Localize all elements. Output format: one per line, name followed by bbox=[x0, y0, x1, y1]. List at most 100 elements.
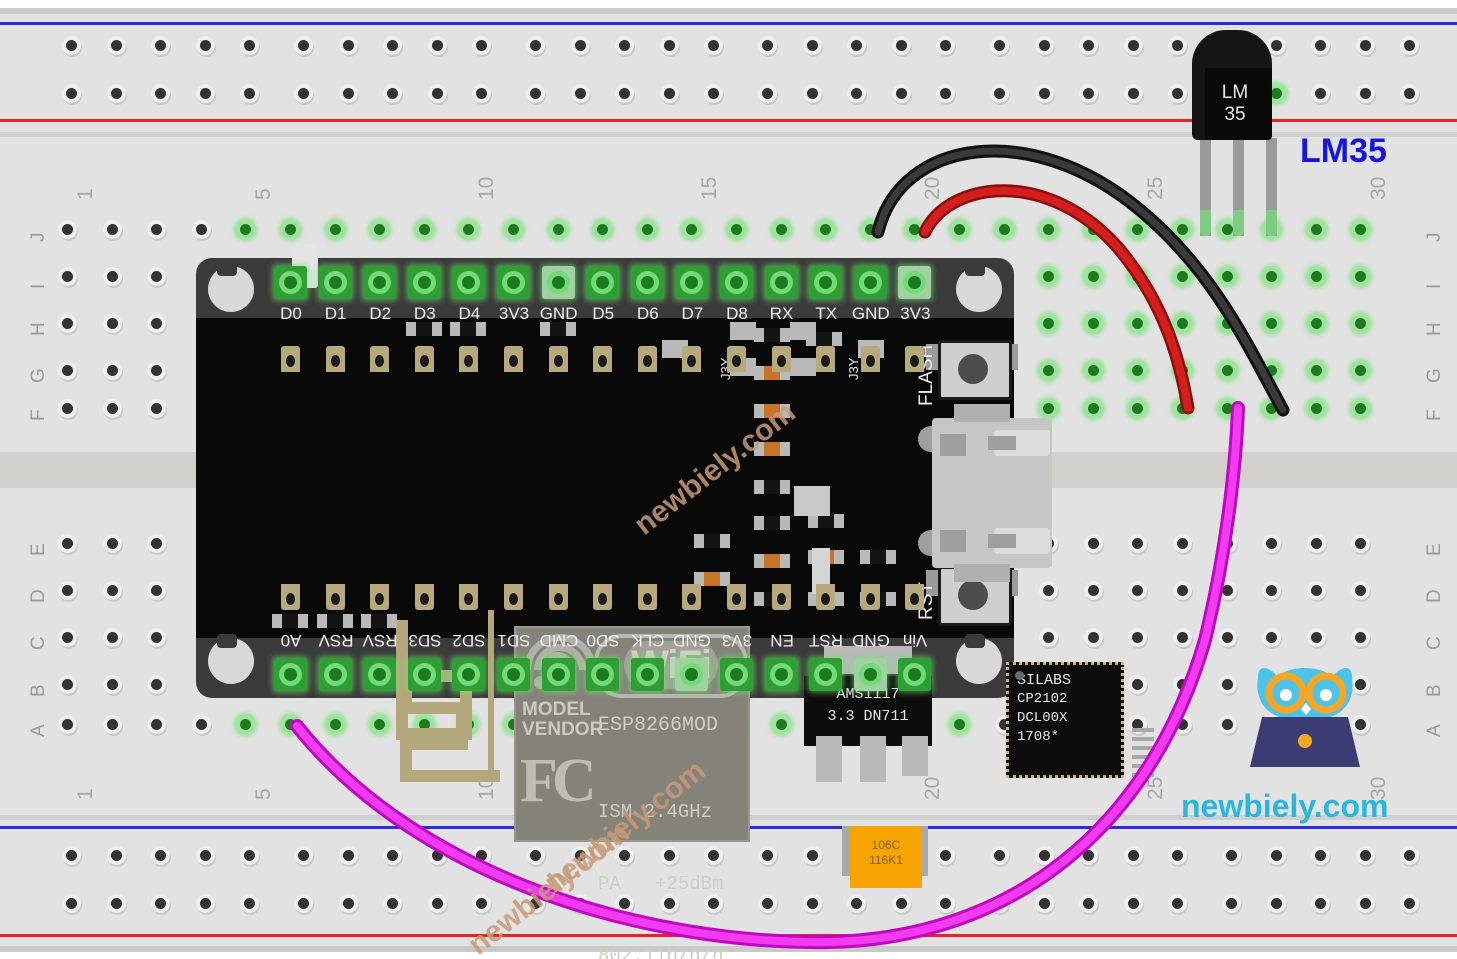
hole-D30[interactable] bbox=[1351, 581, 1371, 600]
hole-G26[interactable] bbox=[1173, 361, 1192, 380]
hole-I1[interactable] bbox=[58, 267, 77, 286]
pin-top-pad-D4[interactable] bbox=[452, 266, 486, 299]
hole-J1[interactable] bbox=[58, 220, 77, 239]
hole-C27[interactable] bbox=[1217, 628, 1237, 647]
rail-hole[interactable] bbox=[427, 36, 447, 55]
pin-bottom-pad-SD2[interactable] bbox=[452, 658, 486, 691]
hole-A2[interactable] bbox=[102, 715, 122, 734]
hole-J7[interactable] bbox=[325, 220, 345, 239]
hole-F29[interactable] bbox=[1306, 399, 1326, 418]
hole-H29[interactable] bbox=[1306, 314, 1326, 333]
hole-F1[interactable] bbox=[58, 399, 77, 418]
pin-bottom-pad-A0[interactable] bbox=[274, 658, 307, 691]
rail-hole[interactable] bbox=[570, 894, 590, 913]
rail-hole[interactable] bbox=[472, 84, 492, 103]
hole-J9[interactable] bbox=[414, 220, 434, 239]
rail-hole[interactable] bbox=[383, 84, 403, 103]
pin-bottom-pad-GND[interactable] bbox=[675, 658, 709, 691]
hole-B3[interactable] bbox=[147, 675, 167, 694]
rail-hole[interactable] bbox=[1168, 36, 1188, 55]
hole-B1[interactable] bbox=[58, 675, 77, 694]
hole-C29[interactable] bbox=[1306, 628, 1326, 647]
rail-hole[interactable] bbox=[990, 36, 1009, 55]
rail-hole[interactable] bbox=[1400, 84, 1420, 103]
pin-bottom-pad-CLK[interactable] bbox=[630, 658, 664, 691]
hole-A27[interactable] bbox=[1217, 715, 1237, 734]
rail-hole[interactable] bbox=[151, 894, 171, 913]
pin-top-pad-D2[interactable] bbox=[363, 266, 397, 299]
rail-hole[interactable] bbox=[802, 84, 822, 103]
rail-hole[interactable] bbox=[338, 36, 358, 55]
rail-hole[interactable] bbox=[1123, 84, 1143, 103]
hole-A4[interactable] bbox=[191, 715, 211, 734]
pin-bottom-pad-RSV[interactable] bbox=[363, 658, 397, 691]
rail-hole[interactable] bbox=[1355, 846, 1375, 865]
rail-hole[interactable] bbox=[1355, 894, 1375, 913]
rail-hole[interactable] bbox=[1034, 846, 1054, 865]
hole-B27[interactable] bbox=[1217, 675, 1237, 694]
rail-hole[interactable] bbox=[151, 84, 171, 103]
hole-E24[interactable] bbox=[1083, 534, 1103, 553]
pin-bottom-pad-SD1[interactable] bbox=[497, 658, 530, 691]
hole-F2[interactable] bbox=[102, 399, 122, 418]
hole-J17[interactable] bbox=[771, 220, 791, 239]
rail-hole[interactable] bbox=[240, 894, 260, 913]
hole-G29[interactable] bbox=[1306, 361, 1326, 380]
hole-D3[interactable] bbox=[147, 581, 167, 600]
rail-hole[interactable] bbox=[1266, 36, 1286, 55]
rail-hole[interactable] bbox=[472, 36, 492, 55]
rail-hole[interactable] bbox=[1355, 36, 1375, 55]
rail-hole[interactable] bbox=[847, 84, 867, 103]
rail-hole[interactable] bbox=[659, 84, 679, 103]
rail-hole[interactable] bbox=[106, 84, 126, 103]
rail-hole[interactable] bbox=[195, 846, 215, 865]
pin-bottom-pad-SD0[interactable] bbox=[586, 658, 620, 691]
hole-I26[interactable] bbox=[1173, 267, 1192, 286]
hole-J16[interactable] bbox=[727, 220, 746, 239]
pin-top-pad-D5[interactable] bbox=[586, 266, 620, 299]
pin-bottom-pad-3V3[interactable] bbox=[720, 658, 753, 691]
pin-bottom-pad-RSV[interactable] bbox=[318, 658, 352, 691]
pin-top-pad-3V3[interactable] bbox=[898, 266, 932, 299]
hole-H30[interactable] bbox=[1351, 314, 1371, 333]
rail-hole[interactable] bbox=[704, 84, 724, 103]
rail-hole[interactable] bbox=[427, 84, 447, 103]
hole-J19[interactable] bbox=[860, 220, 880, 239]
rail-hole[interactable] bbox=[1123, 846, 1143, 865]
pin-top-pad-D6[interactable] bbox=[630, 266, 664, 299]
rail-hole[interactable] bbox=[1079, 36, 1099, 55]
hole-D27[interactable] bbox=[1217, 581, 1237, 600]
rail-hole[interactable] bbox=[1168, 84, 1188, 103]
hole-E27[interactable] bbox=[1217, 534, 1237, 553]
hole-J29[interactable] bbox=[1306, 220, 1326, 239]
hole-J21[interactable] bbox=[950, 220, 969, 239]
hole-D26[interactable] bbox=[1173, 581, 1192, 600]
hole-A6[interactable] bbox=[281, 715, 300, 734]
hole-G1[interactable] bbox=[58, 361, 77, 380]
rail-hole[interactable] bbox=[1355, 84, 1375, 103]
hole-J10[interactable] bbox=[459, 220, 479, 239]
rail-hole[interactable] bbox=[1266, 894, 1286, 913]
rail-hole[interactable] bbox=[151, 846, 171, 865]
rail-hole[interactable] bbox=[891, 84, 911, 103]
rail-hole[interactable] bbox=[526, 846, 545, 865]
hole-H27[interactable] bbox=[1217, 314, 1237, 333]
pin-bottom-pad-Vin[interactable] bbox=[898, 658, 932, 691]
hole-F30[interactable] bbox=[1351, 399, 1371, 418]
hole-C1[interactable] bbox=[58, 628, 77, 647]
hole-J14[interactable] bbox=[637, 220, 657, 239]
rail-hole[interactable] bbox=[802, 894, 822, 913]
pin-top-pad-D3[interactable] bbox=[407, 266, 441, 299]
hole-J6[interactable] bbox=[281, 220, 300, 239]
rail-hole[interactable] bbox=[1311, 894, 1331, 913]
hole-F27[interactable] bbox=[1217, 399, 1237, 418]
hole-C3[interactable] bbox=[147, 628, 167, 647]
rail-hole[interactable] bbox=[338, 894, 358, 913]
hole-I3[interactable] bbox=[147, 267, 167, 286]
hole-B30[interactable] bbox=[1351, 675, 1371, 694]
hole-G2[interactable] bbox=[102, 361, 122, 380]
hole-I2[interactable] bbox=[102, 267, 122, 286]
rail-hole[interactable] bbox=[427, 894, 447, 913]
rail-hole[interactable] bbox=[891, 894, 911, 913]
rail-hole[interactable] bbox=[240, 84, 260, 103]
